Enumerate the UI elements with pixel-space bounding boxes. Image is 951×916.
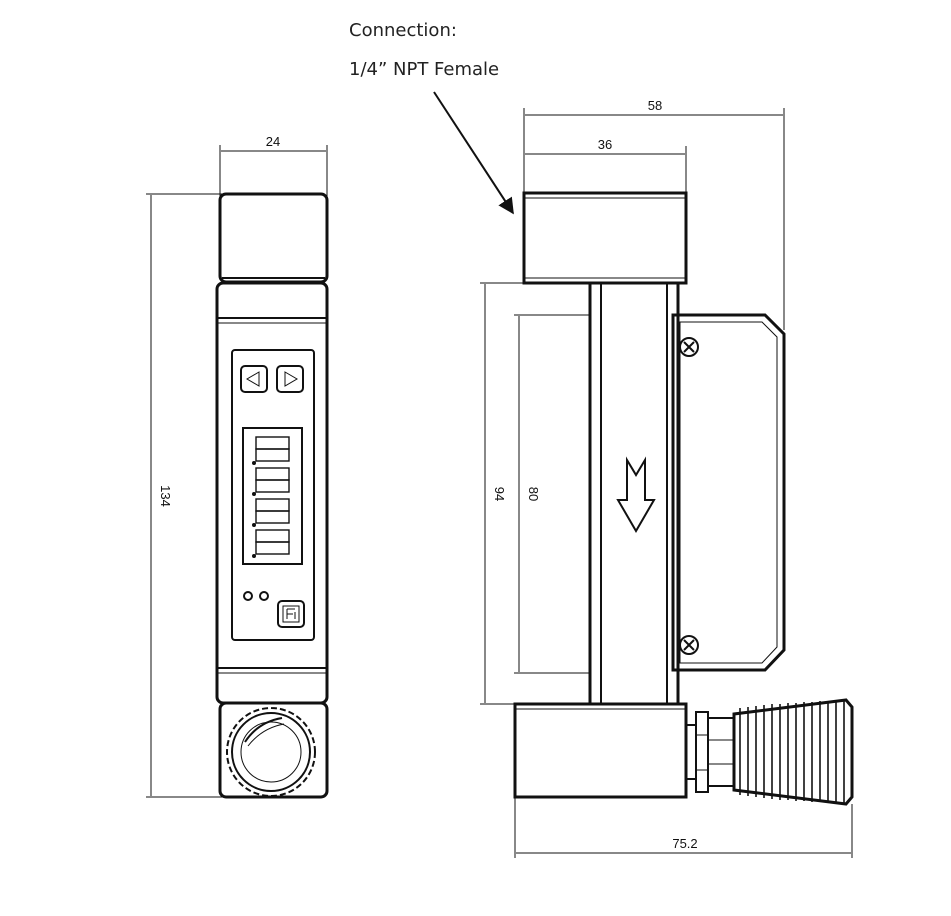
front-valve-knob-outer <box>226 707 316 797</box>
led-digit-3-bottom <box>255 510 290 524</box>
front-bottom-fitting <box>218 701 329 799</box>
led-digit-2-bottom <box>255 479 290 493</box>
right-triangle-icon <box>284 371 298 387</box>
front-view: 24 134 <box>146 134 329 799</box>
led-digit-1-bottom <box>255 448 290 462</box>
left-triangle-icon <box>246 371 260 387</box>
front-top-fitting <box>218 192 329 284</box>
screw-top-slot <box>683 341 695 353</box>
indicator-led-1 <box>243 591 253 601</box>
side-valve-knurling <box>739 700 845 804</box>
side-valve-nut <box>695 711 709 793</box>
side-valve-stem <box>707 717 735 787</box>
side-top-outer-label: 58 <box>648 98 662 113</box>
right-arrow-button[interactable] <box>276 365 304 393</box>
led-digit-4-bottom <box>255 541 290 555</box>
indicator-led-2 <box>259 591 269 601</box>
side-valve-knob <box>732 698 854 806</box>
led-digit-4-top <box>255 529 290 543</box>
screw-bottom-slot <box>683 639 695 651</box>
side-flow-tube <box>588 281 680 706</box>
led-display-window <box>242 427 303 565</box>
led-digit-2-top <box>255 467 290 481</box>
led-decimal-point-3 <box>252 523 256 527</box>
function-button[interactable] <box>277 600 305 628</box>
left-arrow-button[interactable] <box>240 365 268 393</box>
side-bottom-fitting <box>513 702 688 799</box>
front-valve-knob-inner <box>240 721 302 783</box>
side-scale-height-label: 80 <box>526 487 541 501</box>
connection-note-spec: 1/4” NPT Female <box>349 59 499 80</box>
side-electronics-housing <box>671 313 786 672</box>
front-valve-indicator-arc <box>244 717 283 743</box>
flow-direction-arrow-icon <box>616 456 656 533</box>
led-decimal-point-2 <box>252 492 256 496</box>
front-valve-indicator-arc-inner <box>247 723 285 747</box>
led-decimal-point-1 <box>252 461 256 465</box>
screw-bottom-icon <box>679 635 699 655</box>
led-digit-3-top <box>255 498 290 512</box>
led-digits <box>252 436 290 558</box>
front-display-panel <box>231 349 315 641</box>
connection-note-title: Connection: <box>349 20 457 41</box>
screw-top-icon <box>679 337 699 357</box>
connection-leader-arrow <box>433 91 514 215</box>
side-electronics-housing-inner <box>679 321 778 664</box>
front-height-label: 134 <box>158 485 173 507</box>
side-tube-height-label: 94 <box>492 487 507 501</box>
front-width-label: 24 <box>266 134 280 149</box>
function-button-inner <box>282 605 300 623</box>
led-digit-1-top <box>255 436 290 450</box>
side-view: 58 36 94 80 <box>480 98 854 858</box>
side-bottom-width-label: 75.2 <box>672 836 697 851</box>
led-decimal-point-4 <box>252 554 256 558</box>
side-top-fitting <box>522 191 688 285</box>
function-icon <box>286 608 296 619</box>
side-top-inner-label: 36 <box>598 137 612 152</box>
front-valve-knob-ring <box>231 712 311 792</box>
